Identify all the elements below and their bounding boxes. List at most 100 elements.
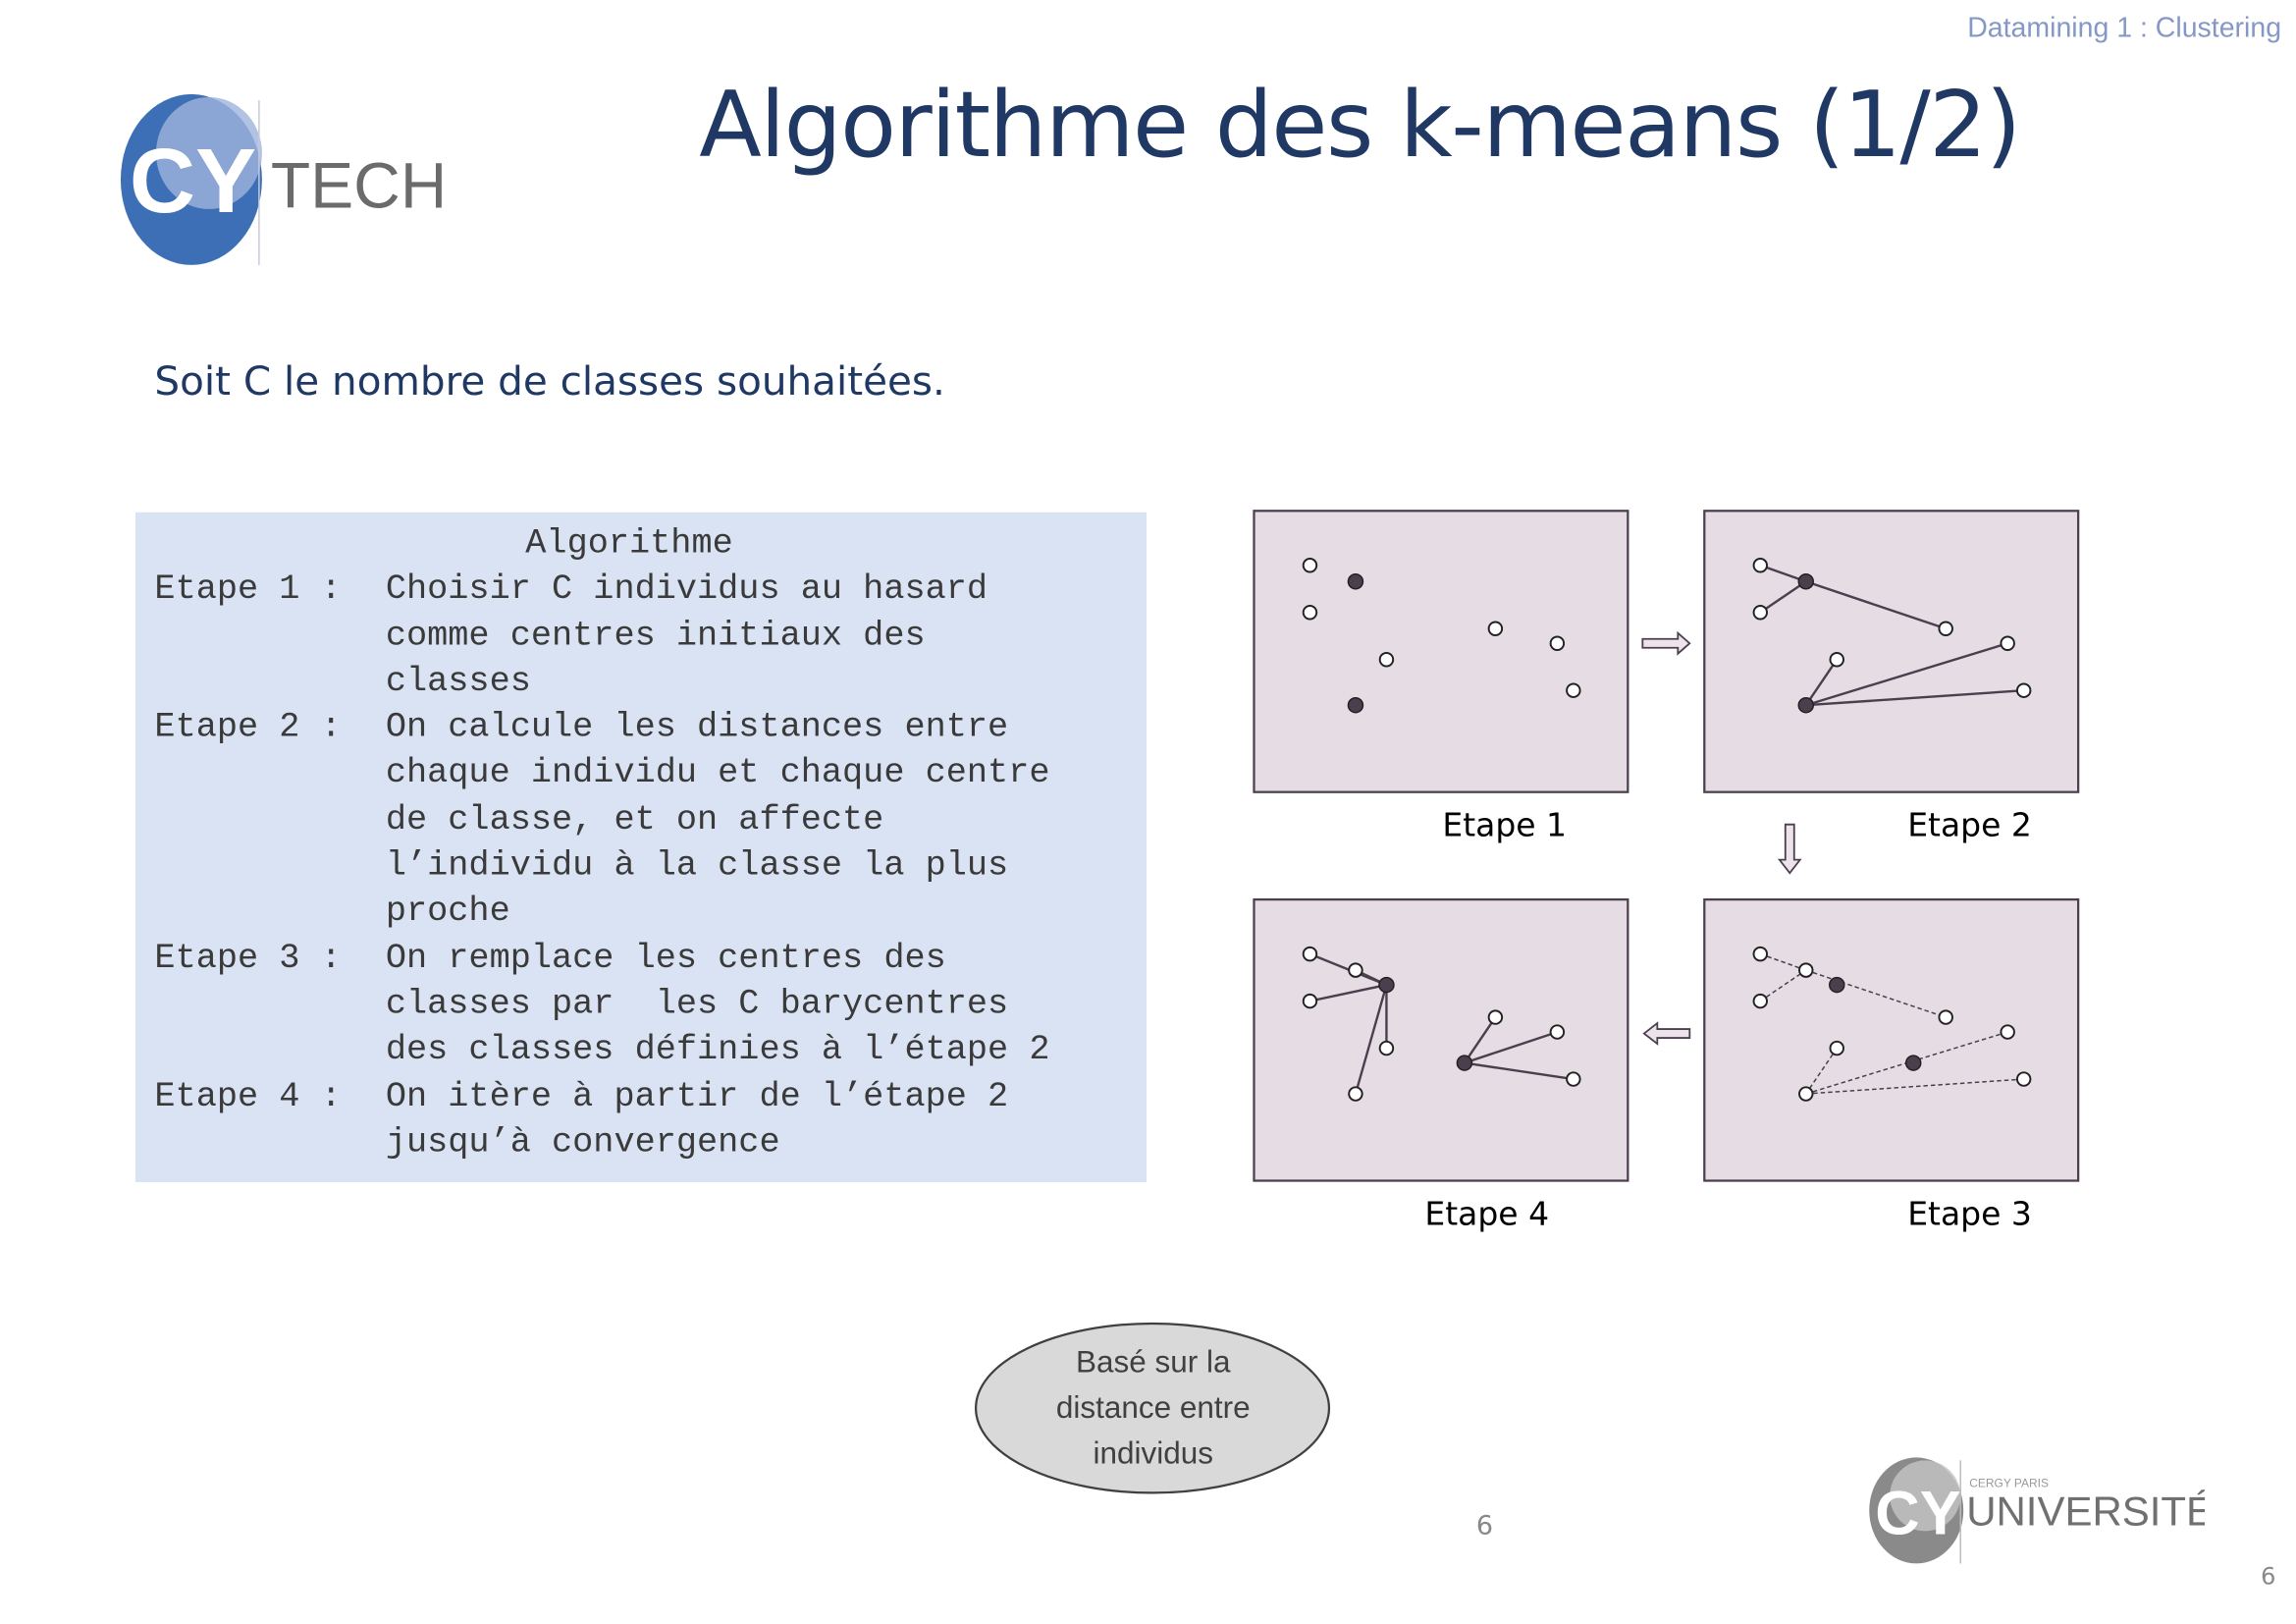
data-point — [2000, 1024, 2015, 1040]
cluster-center — [1456, 1055, 1473, 1071]
intro-text: Soit C le nombre de classes souhaitées. — [154, 358, 945, 406]
step-text: Choisir C individus au hasard — [385, 569, 988, 611]
data-point — [1798, 962, 1814, 978]
cluster-center — [1829, 976, 1845, 994]
distance-line — [1805, 580, 1947, 630]
step-label: Etape 2 : — [154, 708, 342, 748]
data-point — [2000, 635, 2015, 651]
distance-line — [1759, 580, 1807, 614]
cluster-center — [1904, 1055, 1922, 1071]
data-point — [2015, 1071, 2032, 1087]
distance-line — [1805, 642, 2008, 707]
cluster-center — [1797, 573, 1815, 590]
step-text: On itère à partir de l’étape 2 — [385, 1076, 1009, 1117]
step-text: chaque individu et chaque centre — [385, 754, 1050, 794]
algorithm-step-line: Etape 3 : On remplace les centres des — [154, 936, 1049, 982]
arrow-down-icon — [1777, 823, 1802, 875]
algorithm-step-line: classes par les C barycentres — [154, 982, 1049, 1028]
distance-line — [1759, 969, 1807, 1002]
cy-logo-mark: CY — [1875, 1479, 1960, 1547]
algorithm-heading: Algorithme — [525, 523, 733, 565]
note-line: individus — [1093, 1436, 1214, 1471]
algorithm-step-line: chaque individu et chaque centre — [154, 751, 1050, 797]
diagram-panel — [1703, 510, 2080, 793]
step-text: comme centres initiaux des — [385, 616, 926, 657]
algorithm-step-line: Etape 2 :On calcule les distances entre — [154, 705, 1049, 751]
distance-line — [1805, 1048, 1838, 1095]
algorithm-step-line: Etape 4 :On itère à partir de l’étape 2 — [154, 1074, 1049, 1120]
step-text: des classes définies à l’étape 2 — [385, 1030, 1050, 1071]
note-line: distance entre — [1055, 1390, 1251, 1426]
data-point — [1938, 621, 1953, 636]
cy-logo-mark: CY — [130, 130, 256, 232]
note-line: Basé sur la — [1076, 1345, 1231, 1380]
cluster-center — [1797, 696, 1815, 714]
distance-line — [1805, 689, 2024, 707]
universite-text: UNIVERSITÉ — [1966, 1488, 2205, 1534]
cergy-paris-text: CERGY PARIS — [1969, 1476, 2049, 1489]
step-text: classes par les C barycentres — [385, 985, 1009, 1025]
distance-line — [1464, 1061, 1575, 1081]
cy-universite-logo: CY CERGY PARIS UNIVERSITÉ — [1869, 1457, 2205, 1564]
arrow-right-icon — [1641, 630, 1691, 656]
course-header: Datamining 1 : Clustering — [1967, 13, 2282, 44]
step-text: jusqu’à convergence — [385, 1122, 780, 1164]
data-point — [1302, 993, 1318, 1009]
distance-line — [1804, 659, 1839, 706]
data-point — [1487, 621, 1504, 636]
step-text: classes — [385, 662, 531, 703]
step-caption: Etape 1 — [1442, 806, 1567, 844]
cy-tech-logo: CY TECH — [120, 93, 442, 265]
data-point — [1752, 946, 1769, 962]
step-text: l’individu à la classe la plus — [385, 846, 1009, 887]
algorithm-step-line: classes — [154, 660, 1049, 706]
step-text: On remplace les centres des — [385, 939, 946, 979]
page-number: 6 — [1475, 1510, 1494, 1542]
distance-line — [1354, 984, 1388, 1095]
step-caption: Etape 3 — [1907, 1195, 2032, 1233]
data-point — [1302, 605, 1318, 621]
data-point — [1752, 558, 1769, 573]
distance-line — [1805, 969, 1947, 1018]
diagram-panel — [1703, 898, 2080, 1182]
data-point — [1798, 1086, 1814, 1102]
algorithm-step-line: l’individu à la classe la plus — [154, 843, 1049, 890]
algorithm-step-line: des classes définies à l’étape 2 — [154, 1028, 1050, 1074]
step-label: Etape 3 : — [154, 939, 342, 979]
data-point — [1566, 682, 1581, 698]
data-point — [1938, 1009, 1953, 1025]
arrow-left-icon — [1642, 1021, 1691, 1046]
slide-number: 6 — [2261, 1561, 2276, 1591]
data-point — [1348, 962, 1363, 978]
data-point — [1829, 1040, 1844, 1056]
data-point — [1302, 946, 1318, 962]
data-point — [1549, 1024, 1566, 1040]
data-point — [1487, 1009, 1504, 1025]
note-text: Basé sur la distance entre individus — [975, 1339, 1332, 1476]
algorithm-step-line: jusqu’à convergence — [154, 1120, 1049, 1166]
step-caption: Etape 4 — [1424, 1195, 1549, 1233]
diagram-panel — [1253, 510, 1629, 793]
distance-line — [1464, 1030, 1558, 1064]
data-point — [1378, 1040, 1395, 1056]
step-label: Etape 1 : — [154, 569, 342, 611]
page-title: Algorithme des k-means (1/2) — [699, 70, 2021, 179]
data-point — [1348, 1086, 1363, 1102]
step-caption: Etape 2 — [1907, 806, 2032, 844]
data-point — [1566, 1071, 1581, 1087]
algorithm-step-line: proche — [154, 890, 1049, 936]
kmeans-diagram: Etape 1 Etape 2 Etape 3 Etape 4 — [1253, 510, 2080, 1233]
cluster-center — [1378, 976, 1395, 994]
distance-line — [1760, 952, 1807, 971]
data-point — [1302, 558, 1318, 573]
algorithm-step-line: Etape 1 : Choisir C individus au hasard — [154, 568, 1049, 614]
tech-logo-text: TECH — [271, 148, 442, 221]
distance-line — [1309, 983, 1387, 1002]
data-point — [1829, 652, 1844, 668]
distance-line — [1463, 1016, 1497, 1064]
cluster-center — [1347, 696, 1364, 714]
cluster-center — [1347, 573, 1364, 590]
data-point — [1378, 652, 1395, 668]
